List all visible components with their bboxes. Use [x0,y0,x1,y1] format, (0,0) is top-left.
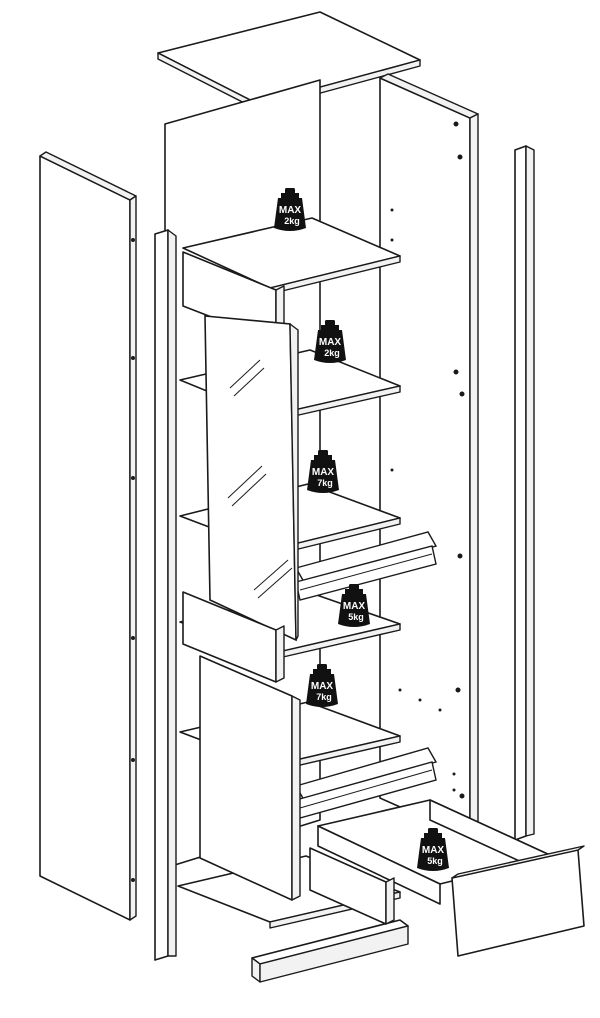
weight-knob [349,584,359,590]
right-side-panel [379,73,479,839]
weight-max-label: MAX [343,601,366,612]
weight-knob [318,450,328,456]
weight-load-label: 2kg [324,348,340,358]
weight-neck [424,833,442,838]
right-front-post [514,145,535,841]
weight-load-label: 5kg [348,612,364,622]
weight-body [307,460,339,493]
drawer-front [451,845,585,957]
lower-door [199,655,301,901]
weight-max-label: MAX [422,845,445,856]
weight-body [314,330,346,363]
glass-door [204,315,299,642]
drawer-rail-upper [294,531,438,601]
weight-load-label: 7kg [316,692,332,702]
weight-max-label: MAX [311,681,334,692]
weight-knob [325,320,335,326]
shelf-1 [182,217,401,295]
left-side-panel-loose [39,151,137,921]
middle-front-rail [182,591,285,683]
weight-max-label: MAX [319,337,342,348]
weight-max-label: MAX [279,205,302,216]
weight-load-label: 7kg [317,478,333,488]
left-front-post [154,229,177,961]
weight-neck [321,325,339,330]
weight-max-label: MAX [312,467,335,478]
weight-neck [281,193,299,198]
weight-neck [345,589,363,594]
weight-knob [285,188,295,194]
weight-body [417,838,449,871]
weight-body [338,594,370,627]
weight-body [306,674,338,707]
weight-knob [428,828,438,834]
weight-neck [314,455,332,460]
plinth-strip [251,919,409,983]
weight-knob [317,664,327,670]
weight-load-label: 5kg [427,856,443,866]
weight-body [274,198,306,231]
weight-load-label: 2kg [284,216,300,226]
weight-neck [313,669,331,674]
